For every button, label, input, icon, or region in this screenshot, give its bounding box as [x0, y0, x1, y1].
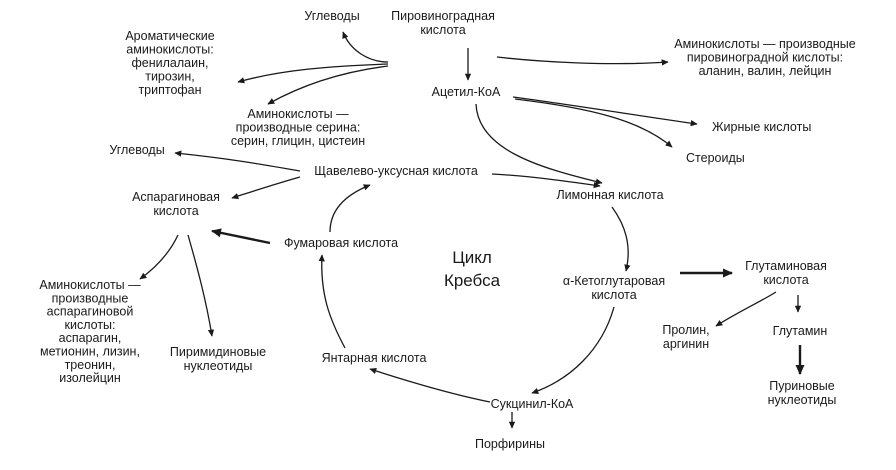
- node-line: фенилалаин,: [132, 56, 209, 70]
- node-line: Аспарагиновая: [132, 190, 220, 204]
- node-carbs-top: Углеводы: [304, 9, 359, 23]
- arrow-alpha-kg-to-succinyl-coa: [531, 306, 615, 394]
- node-succinate: Янтарная кислота: [322, 351, 427, 365]
- node-line: нуклеотиды: [768, 393, 837, 407]
- node-line: Ацетил-КоА: [432, 85, 501, 99]
- arrow-oxaloacetate-to-aspartate: [231, 176, 301, 200]
- arrow-pyruvate-to-carbs-top: [342, 31, 389, 63]
- node-line: Углеводы: [109, 143, 164, 157]
- node-steroids: Стероиды: [686, 151, 745, 165]
- node-line: Сукцинил-КоА: [491, 397, 574, 411]
- node-line: Углеводы: [304, 9, 359, 23]
- node-line: Лимонная кислота: [556, 188, 663, 202]
- node-line: триптофан: [138, 83, 201, 97]
- node-line: Ароматические: [125, 29, 214, 43]
- node-line: Глутаминовая: [745, 259, 827, 273]
- node-line: Порфирины: [475, 437, 545, 451]
- node-line: кислота: [420, 23, 465, 37]
- node-line: Аминокислоты — производные: [674, 37, 855, 51]
- node-line: α-Кетоглутаровая: [563, 274, 665, 288]
- node-line: производные: [52, 291, 129, 305]
- node-line: Пировиноградная: [391, 9, 495, 23]
- node-line: Аминокислоты —: [39, 278, 141, 292]
- node-line: Аминокислоты —: [247, 107, 349, 121]
- node-line: пировиноградной кислоты:: [687, 51, 843, 65]
- node-line: Янтарная кислота: [322, 351, 427, 365]
- node-line: аспарагиновой: [47, 305, 134, 319]
- node-line: треонин,: [65, 358, 116, 372]
- node-aa-serine: Аминокислоты —производные серина:серин, …: [231, 107, 365, 148]
- arrow-succinyl-coa-to-succinate: [369, 367, 491, 403]
- node-line: Жирные кислоты: [712, 120, 811, 134]
- node-line: Глутамин: [773, 324, 828, 338]
- node-acetyl-coa: Ацетил-КоА: [432, 85, 501, 99]
- node-line: аспарагин,: [59, 331, 122, 345]
- arrow-succinate-to-fumarate: [318, 254, 346, 349]
- node-line: нуклеотиды: [184, 359, 253, 373]
- node-line: Щавелево-уксусная кислота: [314, 164, 478, 178]
- node-fatty-acids: Жирные кислоты: [712, 120, 811, 134]
- arrow-pyruvate-to-aromatic: [237, 63, 389, 84]
- arrow-aspartate-to-aa-aspartate: [139, 234, 179, 280]
- node-line: аланин, валин, лейцин: [699, 64, 832, 78]
- arrow-fumarate-to-aspartate: [211, 228, 271, 245]
- node-line: аргинин: [663, 337, 709, 351]
- node-succinyl-coa: Сукцинил-КоА: [491, 397, 574, 411]
- node-line: метионин, лизин,: [40, 345, 140, 359]
- node-line: кислота: [153, 204, 198, 218]
- arrow-oxaloacetate-to-carbs-left: [174, 150, 301, 172]
- arrow-glutamate-to-proline: [715, 291, 777, 327]
- arrows: [139, 31, 805, 429]
- arrow-pyruvate-to-aa-pyruvate: [496, 56, 669, 66]
- node-line: Стероиды: [686, 151, 745, 165]
- arrow-oxaloacetate-to-citrate: [491, 173, 601, 189]
- node-citrate: Лимонная кислота: [556, 188, 663, 202]
- node-line: тирозин,: [145, 70, 195, 84]
- node-line: аминокислоты:: [126, 43, 213, 57]
- node-line: Фумаровая кислота: [284, 236, 398, 250]
- arrow-acetyl-to-citrate: [475, 103, 603, 185]
- arrow-acetyl-to-fatty-acids: [512, 96, 698, 127]
- node-fumarate: Фумаровая кислота: [284, 236, 398, 250]
- node-line: Пуриновые: [769, 379, 835, 393]
- arrow-pyruvate-to-aa-serine: [267, 65, 389, 105]
- node-line: Пролин,: [662, 323, 709, 337]
- node-line: кислота: [763, 273, 808, 287]
- node-oxaloacetate: Щавелево-уксусная кислота: [314, 164, 478, 178]
- arrow-acetyl-to-steroids: [514, 98, 673, 148]
- node-line: производные серина:: [236, 121, 361, 135]
- node-line: изолейцин: [59, 371, 121, 385]
- arrow-citrate-to-alpha-kg: [611, 206, 631, 272]
- arrow-fumarate-to-oxaloacetate: [329, 184, 371, 233]
- arrow-aspartate-to-pyrimidines: [187, 234, 215, 337]
- center-line: Кребса: [444, 271, 501, 290]
- node-porphyrins: Порфирины: [475, 437, 545, 451]
- node-carbs-left: Углеводы: [109, 143, 164, 157]
- node-glutamine: Глутамин: [773, 324, 828, 338]
- node-line: кислоты:: [65, 318, 116, 332]
- center-line: Цикл: [452, 248, 492, 267]
- node-line: серин, глицин, цистеин: [231, 134, 365, 148]
- node-line: Пиримидиновые: [170, 345, 266, 359]
- node-proline: Пролин,аргинин: [662, 323, 709, 351]
- node-line: кислота: [591, 288, 636, 302]
